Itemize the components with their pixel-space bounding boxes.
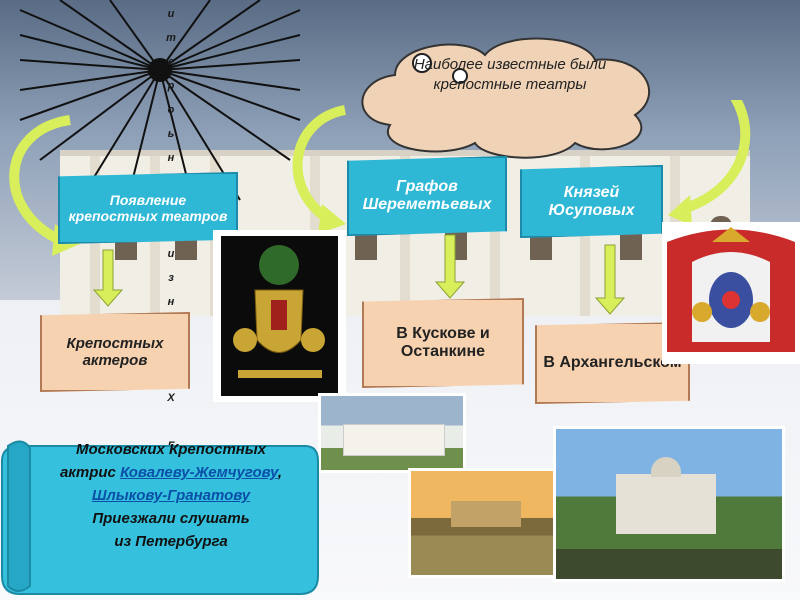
box-kuskovo: В Кускове и Останкине <box>362 298 524 388</box>
scroll-comma: , <box>278 464 282 481</box>
scroll-line-1: Московских Крепостных <box>30 438 312 461</box>
scroll-line-4: Приезжали слушать <box>30 507 312 530</box>
link-kovaleva[interactable]: Ковалеву-Жемчугову <box>120 464 278 481</box>
link-shlykova[interactable]: Шлыкову-Гранатову <box>92 487 250 504</box>
scroll-text: Московских Крепостных актрис Ковалеву-Же… <box>30 438 312 553</box>
scroll-line-2-prefix: актрис <box>60 464 120 481</box>
photo-arkhangelskoe-colonnade <box>553 426 785 582</box>
photo-kuskovo-palace <box>318 393 466 473</box>
scroll-line-5: из Петербурга <box>30 530 312 553</box>
scroll-line-3: Шлыкову-Гранатову <box>30 484 312 507</box>
coat-of-arms-sheremetev <box>213 230 346 402</box>
box-actors: Крепостных актеров <box>40 312 190 392</box>
scroll-line-2: актрис Ковалеву-Жемчугову, <box>30 461 312 484</box>
coat-of-arms-yusupov <box>662 222 800 364</box>
photo-ostankino-sunset <box>408 468 556 578</box>
